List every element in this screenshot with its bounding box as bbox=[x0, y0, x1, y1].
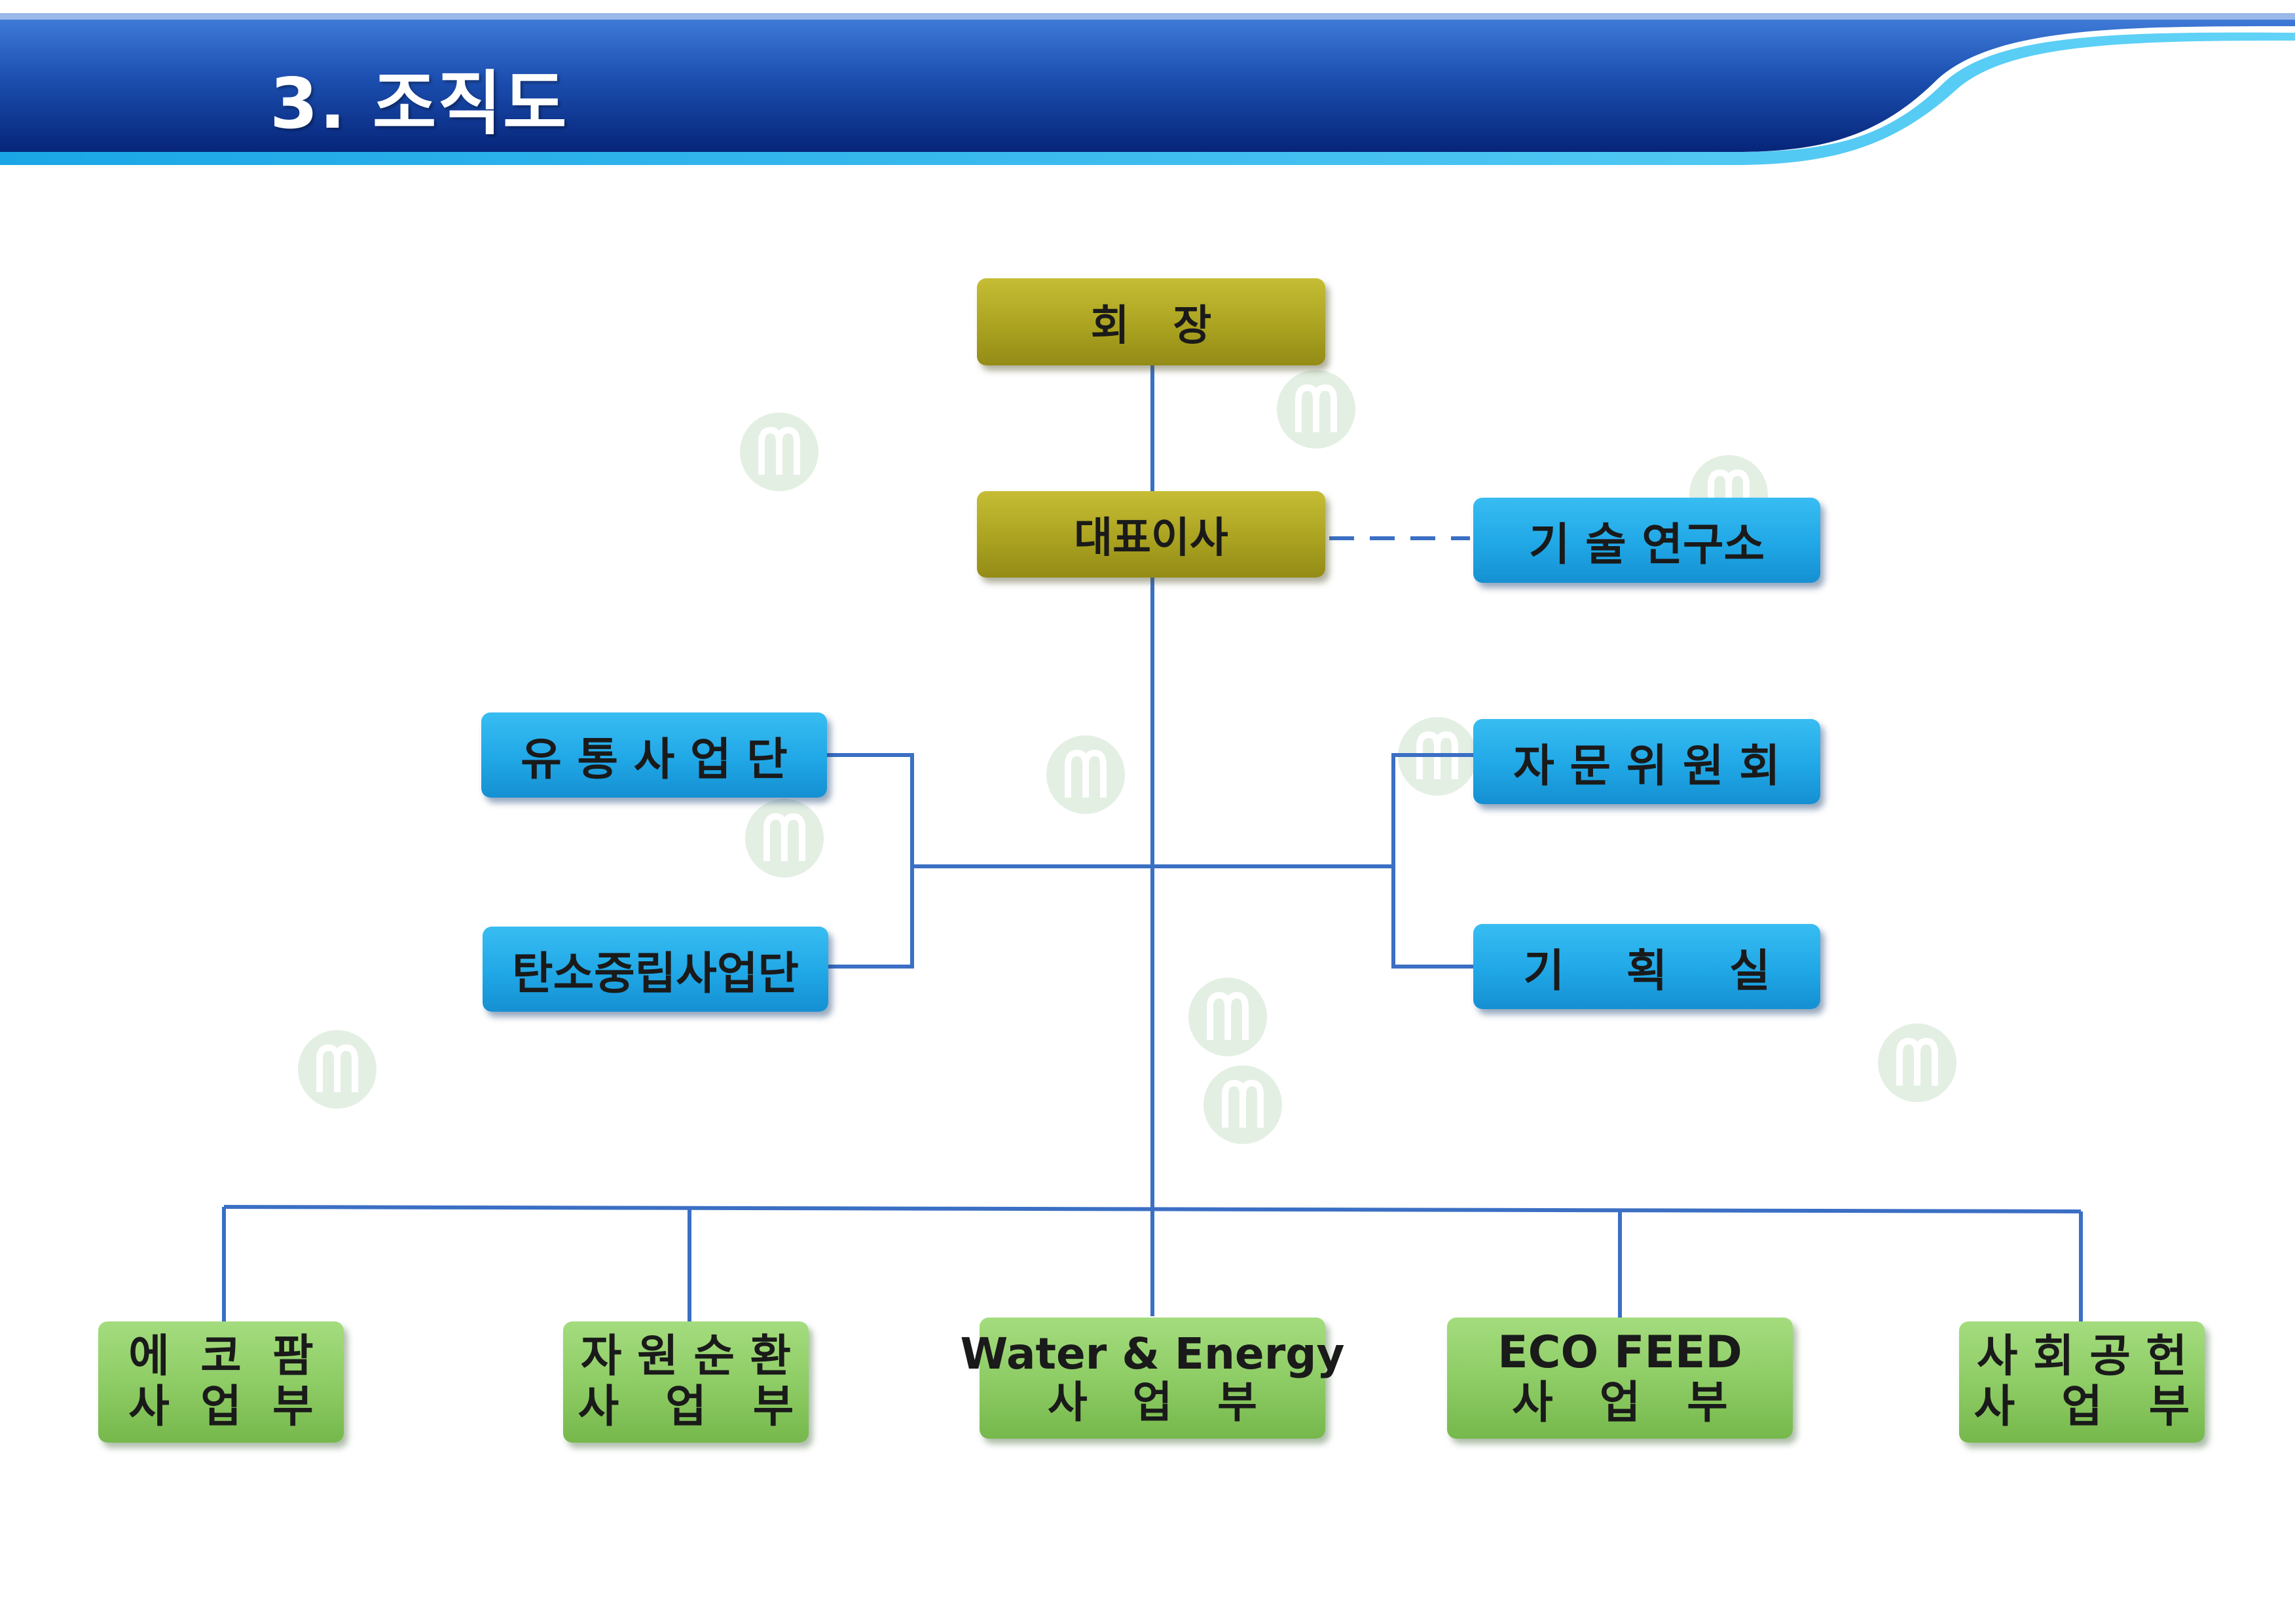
division-box-water-energy: Water & Energy 사 업 부 bbox=[961, 1318, 1345, 1439]
division-line1: 사 회 공 헌 bbox=[1976, 1331, 2188, 1383]
company-logo-watermark-icon bbox=[1203, 1065, 1282, 1144]
division-box-eco-feed: ECO FEED 사 업 부 bbox=[1447, 1318, 1793, 1439]
planning-office-box: 기 획 실 bbox=[1473, 924, 1820, 1009]
right-bracket-line bbox=[1391, 753, 1473, 969]
header-banner bbox=[0, 13, 2295, 165]
ceo-box: 대표이사 bbox=[977, 491, 1325, 578]
page-title: 3. 조직도 bbox=[270, 64, 568, 144]
division-line2: 사 업 부 bbox=[578, 1380, 794, 1433]
division-line1: 자 원 순 환 bbox=[580, 1331, 792, 1383]
distribution-box: 유 통 사 업 단 bbox=[481, 712, 827, 798]
distribution-label: 유 통 사 업 단 bbox=[521, 733, 788, 786]
company-logo-watermark-icon bbox=[1277, 370, 1355, 449]
company-logo-watermark-icon bbox=[1046, 735, 1125, 814]
carbon-neutral-label: 탄소중립사업단 bbox=[512, 948, 799, 1000]
planning-office-label: 기 획 실 bbox=[1523, 945, 1771, 997]
advisory-committee-box: 자 문 위 원 회 bbox=[1473, 719, 1820, 804]
chairman-box: 회 장 bbox=[977, 278, 1325, 365]
company-logo-watermark-icon bbox=[1188, 978, 1267, 1056]
left-bracket-line bbox=[827, 753, 914, 969]
division-box-resource-recycling: 자 원 순 환 사 업 부 bbox=[563, 1321, 809, 1443]
division-line2: 사 업 부 bbox=[1512, 1376, 1728, 1429]
division-line1: 에 코 팜 bbox=[128, 1331, 314, 1383]
research-lab-box: 기 술 연구소 bbox=[1473, 498, 1820, 583]
division-line2: 사 업 부 bbox=[1047, 1376, 1258, 1428]
company-logo-watermark-icon bbox=[745, 799, 824, 877]
chairman-label: 회 장 bbox=[1090, 301, 1212, 350]
division-box-eco-farm: 에 코 팜 사 업 부 bbox=[98, 1321, 344, 1443]
company-logo-watermark-icon bbox=[740, 413, 818, 491]
company-logo-watermark-icon bbox=[1878, 1024, 1956, 1102]
division-line2: 사 업 부 bbox=[128, 1380, 314, 1433]
bottom-bus-line bbox=[223, 1205, 2082, 1213]
research-lab-label: 기 술 연구소 bbox=[1528, 519, 1765, 571]
advisory-committee-label: 자 문 위 원 회 bbox=[1513, 740, 1780, 792]
division-line1: ECO FEED bbox=[1497, 1327, 1742, 1379]
ceo-label: 대표이사 bbox=[1074, 514, 1228, 563]
division-line1: Water & Energy bbox=[960, 1328, 1345, 1379]
company-logo-watermark-icon bbox=[298, 1030, 376, 1109]
division-box-social-contribution: 사 회 공 헌 사 업 부 bbox=[1959, 1321, 2205, 1443]
carbon-neutral-box: 탄소중립사업단 bbox=[483, 927, 828, 1012]
division-line2: 사 업 부 bbox=[1974, 1380, 2190, 1433]
